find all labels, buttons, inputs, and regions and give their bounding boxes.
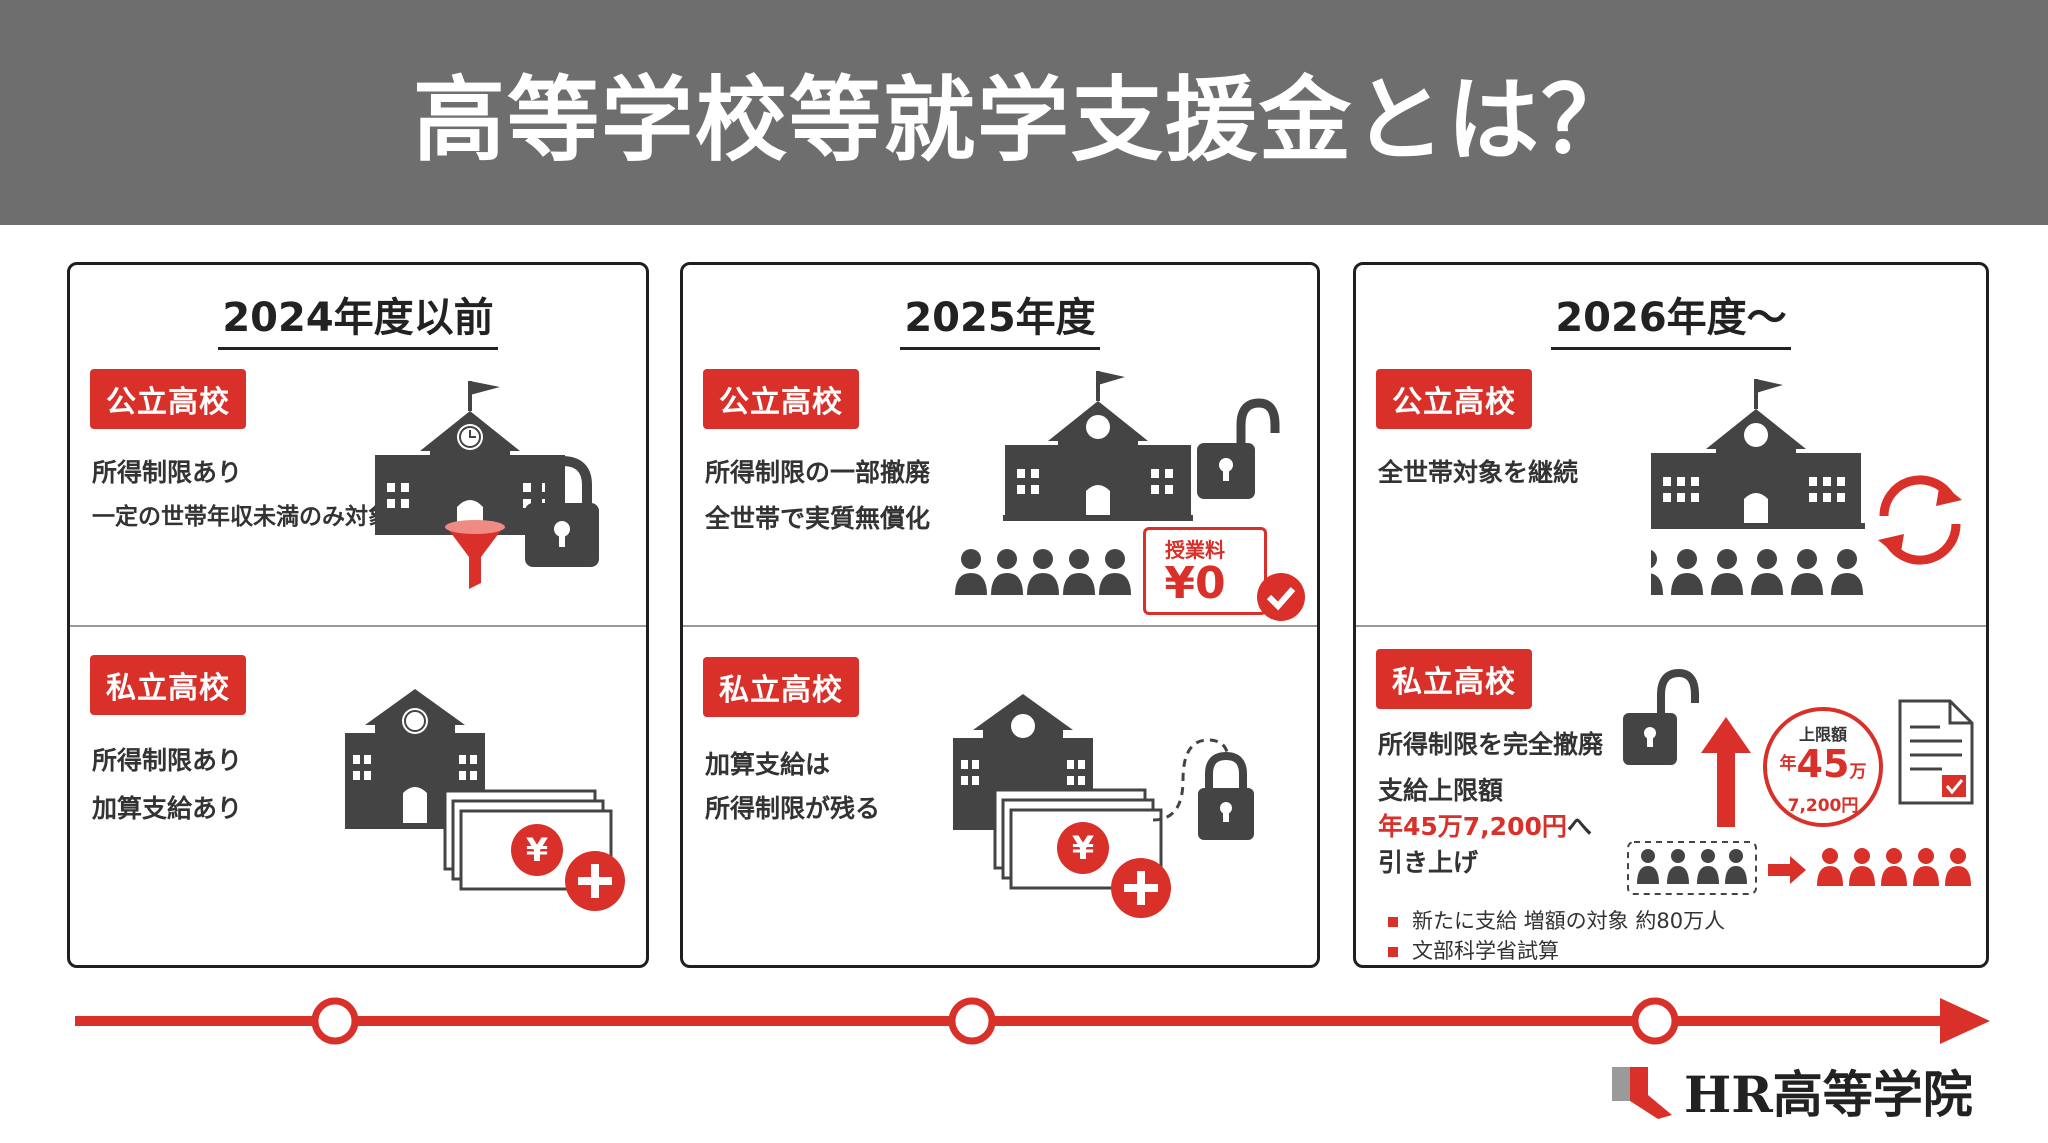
section-divider: [1356, 625, 1986, 627]
public-school-badge: 公立高校: [703, 369, 859, 429]
public-line-1: 所得制限あり: [92, 458, 243, 487]
private-line-2: 加算支給あり: [92, 794, 243, 823]
timeline-node-2024: [311, 997, 359, 1045]
public-line-1: 全世帯対象を継続: [1378, 458, 1579, 487]
refresh-cycle-icon: [1878, 475, 1962, 565]
school-money-lock-icon: ¥: [953, 694, 1254, 918]
tuition-value: ¥0: [1164, 558, 1226, 609]
private-school-badge: 私立高校: [703, 657, 859, 717]
stamp-unit: 万: [1849, 762, 1867, 782]
checkmark-icon: [1257, 573, 1305, 621]
private-line-2: 所得制限が残る: [705, 794, 881, 823]
unlocked-padlock-icon: [1623, 668, 1699, 765]
timeline-arrow: [75, 997, 1990, 1045]
public-school-badge: 公立高校: [90, 369, 246, 429]
school-unlock-icon: [1003, 371, 1193, 521]
private-school-badge: 私立高校: [90, 655, 246, 715]
public-line-2: 全世帯で実質無償化: [705, 504, 931, 533]
timeline-line: [75, 1016, 1955, 1026]
private-line-1: 加算支給は: [705, 750, 831, 779]
panel-2024: 2024年度以前 公立高校 所得制限あり 一定の世帯年収未満のみ対象 私立高校 …: [67, 262, 649, 968]
brand-logo-icon: [1612, 1067, 1672, 1119]
people-group-icon: [955, 549, 1131, 595]
timeline-node-2025: [948, 997, 996, 1045]
stamp-top: 上限額: [1798, 725, 1847, 744]
section-divider: [683, 625, 1317, 627]
school-people-icon: [1651, 379, 1865, 595]
note-item: 文部科学省試算: [1388, 935, 1559, 965]
private-line-2: 支給上限額: [1378, 776, 1504, 805]
up-arrow-icon: [1701, 717, 1751, 827]
panel-title: 2026年度～: [1551, 285, 1791, 350]
panel-2026: 2026年度～ 公立高校 全世帯対象を継続 私立高校 所得制限を完全撤廃 支給上…: [1353, 262, 1989, 968]
school-money-plus-icon: ¥: [345, 689, 625, 911]
public-line-1: 所得制限の一部撤廃: [705, 458, 931, 487]
stamp-value: 45: [1796, 742, 1850, 786]
page-title: 高等学校等就学支援金とは？: [412, 67, 1635, 174]
tuition-label: 授業料: [1165, 538, 1225, 562]
private-school-badge: 私立高校: [1376, 649, 1532, 709]
document-check-icon: [1898, 699, 1974, 805]
amount-suffix: へ: [1566, 812, 1592, 841]
section-divider: [70, 625, 646, 627]
stamp-bottom: 7,200円: [1787, 796, 1859, 816]
public-line-2: 一定の世帯年収未満のみ対象: [92, 504, 391, 530]
private-line-1: 所得制限あり: [92, 746, 243, 775]
panel-title: 2024年度以前: [218, 285, 498, 350]
note-text: 新たに支給 増額の対象 約80万人: [1412, 909, 1726, 933]
school-funnel-lock-icon: [375, 381, 599, 589]
amount-highlight: 年45万7,200円: [1378, 812, 1567, 841]
tuition-zero-card: 授業料 ¥0: [1143, 527, 1267, 615]
note-text: 文部科学省試算: [1412, 939, 1559, 963]
people-increase-icon: [1627, 841, 1971, 895]
private-line-4: 引き上げ: [1378, 848, 1479, 877]
panel-title: 2025年度: [900, 285, 1100, 350]
page-header: 高等学校等就学支援金とは？: [0, 0, 2048, 225]
svg-text:¥: ¥: [526, 831, 548, 869]
limit-amount-stamp: 上限額 年45万 7,200円: [1763, 707, 1883, 827]
panel-2025: 2025年度 公立高校 所得制限の一部撤廃 全世帯で実質無償化 授業料 ¥0: [680, 262, 1320, 968]
unlocked-padlock-icon: [1197, 398, 1280, 499]
svg-text:¥: ¥: [1072, 829, 1094, 867]
private-line-1: 所得制限を完全撤廃: [1378, 730, 1604, 759]
brand-name: HR高等学院: [1684, 1065, 1973, 1124]
timeline-node-2026: [1631, 997, 1679, 1045]
stamp-year: 年: [1779, 754, 1797, 774]
timeline-arrowhead: [1940, 998, 1990, 1044]
note-item: 新たに支給 増額の対象 約80万人: [1388, 905, 1725, 935]
public-school-badge: 公立高校: [1376, 369, 1532, 429]
private-line-3: 年45万7,200円へ: [1378, 811, 1592, 842]
brand-logo: HR高等学院: [1608, 1055, 1973, 1127]
